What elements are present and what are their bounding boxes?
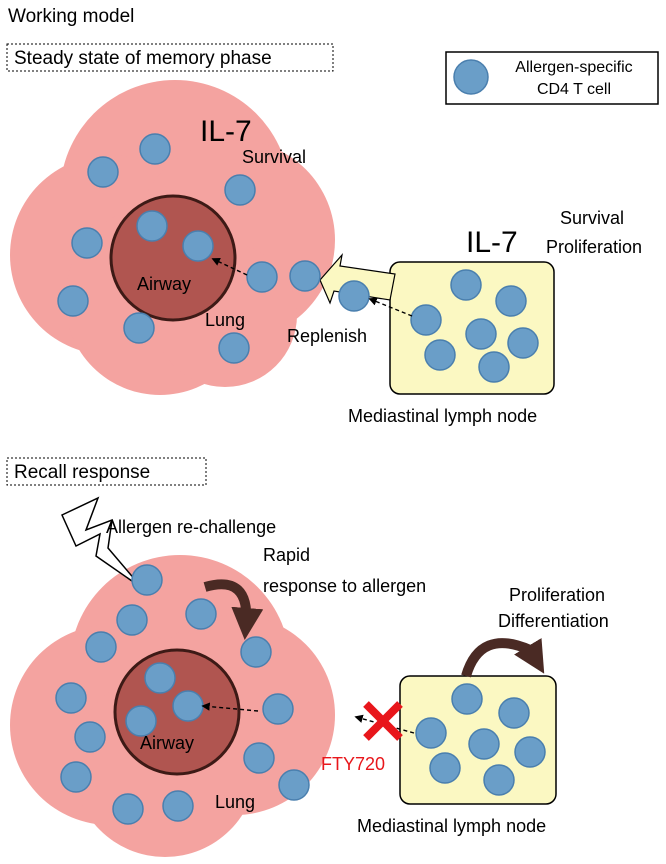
cell xyxy=(57,285,89,317)
cell xyxy=(468,728,500,760)
red-x-icon xyxy=(363,701,403,741)
node-cytokine-label: IL-7 xyxy=(466,226,518,259)
node-label-bottom: Mediastinal lymph node xyxy=(357,816,546,836)
cells-bottom xyxy=(55,564,546,825)
top-heading-box xyxy=(6,43,334,72)
cell xyxy=(478,351,510,383)
cell xyxy=(262,693,294,725)
lightning-bolt-icon xyxy=(61,496,143,589)
node-function-line2-bottom: Differentiation xyxy=(498,611,609,631)
cell xyxy=(243,742,275,774)
cell xyxy=(218,332,250,364)
cell xyxy=(465,318,497,350)
cell xyxy=(172,690,204,722)
response-line1: Rapid xyxy=(263,545,310,565)
lung-label-top: Lung xyxy=(205,310,245,330)
cell xyxy=(498,697,530,729)
cell xyxy=(131,564,163,596)
migration-arrow-airway-top xyxy=(211,258,248,276)
response-line2: response to allergen xyxy=(263,576,426,596)
migration-arrow-airway-bottom xyxy=(201,702,259,712)
legend-label-line1: Allergen-specific xyxy=(515,59,632,76)
cells-top xyxy=(57,133,539,383)
cell xyxy=(87,156,119,188)
cell xyxy=(424,339,456,371)
migration-arrow-node-top xyxy=(368,297,413,317)
cell xyxy=(429,752,461,784)
legend-cell-swatch xyxy=(453,59,489,95)
cell xyxy=(162,790,194,822)
cell xyxy=(185,598,217,630)
cell xyxy=(136,210,168,242)
cell xyxy=(182,230,214,262)
cell xyxy=(450,269,482,301)
cell xyxy=(410,304,442,336)
cell xyxy=(289,260,321,292)
cell xyxy=(112,793,144,825)
lung-cytokine-label: IL-7 xyxy=(200,115,252,148)
bottom-heading: Recall response xyxy=(14,462,150,483)
cell xyxy=(116,604,148,636)
drug-label: FTY720 xyxy=(321,754,385,774)
node-function-line2-top: Proliferation xyxy=(546,237,642,257)
cell xyxy=(240,636,272,668)
diagram-title: Working model xyxy=(8,6,134,27)
cell xyxy=(125,705,157,737)
cell xyxy=(483,764,515,796)
proliferation-curved-arrow xyxy=(461,638,545,678)
cell xyxy=(246,261,278,293)
trigger-label: Allergen re-challenge xyxy=(106,517,276,537)
cell xyxy=(224,174,256,206)
node-function-line1-bottom: Proliferation xyxy=(509,585,605,605)
cell xyxy=(85,631,117,663)
cell xyxy=(123,312,155,344)
legend-label-line2: CD4 T cell xyxy=(537,81,611,98)
cell xyxy=(514,736,546,768)
airway-top xyxy=(109,194,237,322)
replenish-label: Replenish xyxy=(287,326,367,346)
cell xyxy=(71,227,103,259)
cell xyxy=(55,682,87,714)
top-heading: Steady state of memory phase xyxy=(14,48,272,69)
cell xyxy=(278,769,310,801)
cell xyxy=(139,133,171,165)
rapid-response-curved-arrow xyxy=(203,579,264,640)
cell xyxy=(495,285,527,317)
cell xyxy=(415,717,447,749)
bottom-heading-box xyxy=(6,457,207,486)
airway-label-bottom: Airway xyxy=(140,733,194,753)
cell xyxy=(338,280,370,312)
cell xyxy=(74,721,106,753)
replenish-arrow xyxy=(319,252,396,305)
node-label-top: Mediastinal lymph node xyxy=(348,406,537,426)
cell xyxy=(60,761,92,793)
lung-function-label: Survival xyxy=(242,147,306,167)
airway-label-top: Airway xyxy=(137,274,191,294)
cell xyxy=(507,327,539,359)
cell xyxy=(144,662,176,694)
node-function-line1-top: Survival xyxy=(560,208,624,228)
cell xyxy=(451,683,483,715)
lung-label-bottom: Lung xyxy=(215,792,255,812)
